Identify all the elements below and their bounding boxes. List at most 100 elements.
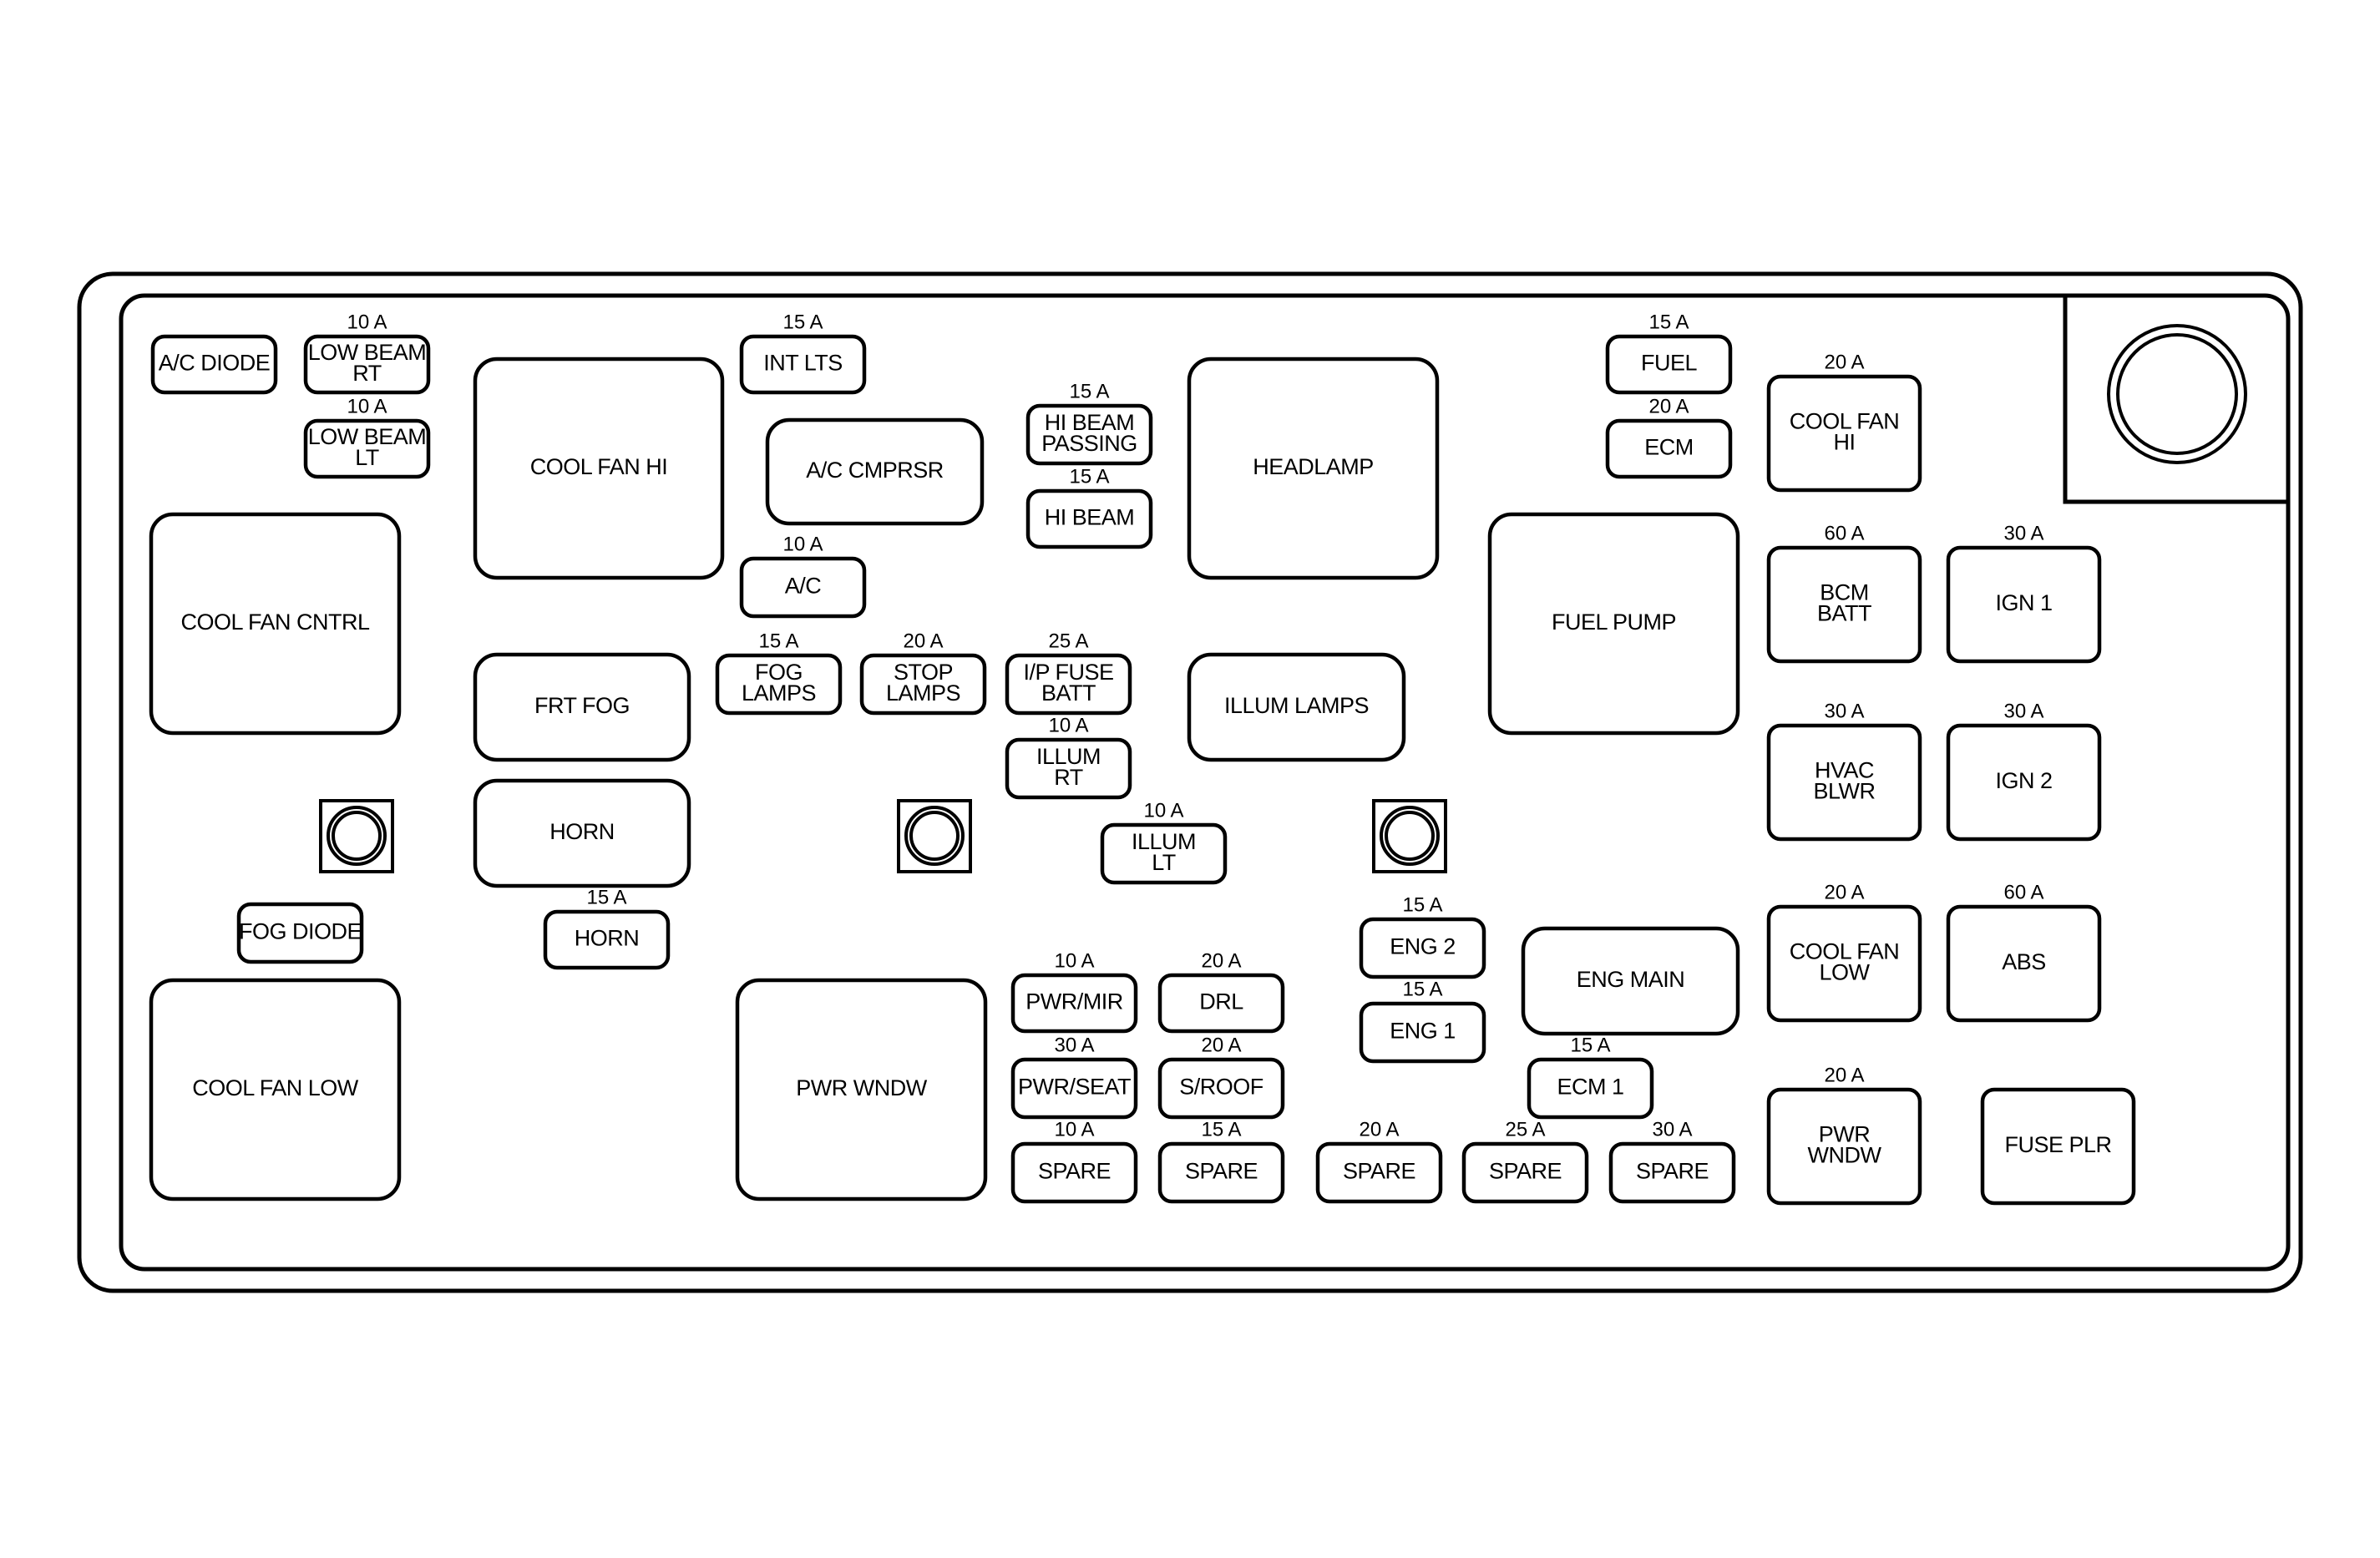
pwr-wndw-relay-component: PWR WNDW [735,978,988,1201]
ecm-label: ECM [1644,435,1694,460]
headlamp-outline [1187,357,1440,580]
spare-5-rating: 30 A [1652,1118,1692,1141]
low-beam-rt-rating: 10 A [347,311,387,333]
fuel-label: FUEL [1641,351,1698,376]
eng-2-outline [1359,917,1486,979]
spare-4-outline [1461,1141,1589,1204]
cool-fan-hi-relay-outline [473,357,725,580]
spare-3-outline [1315,1141,1443,1204]
ac-cmprsr-label: A/C CMPRSR [806,458,944,483]
hvac-blwr-outline [1766,723,1922,842]
spare-5-outline [1608,1141,1736,1204]
eng-1-outline [1359,1001,1486,1064]
eng-2-label: ENG 2 [1390,934,1456,959]
ecm-1-outline [1527,1057,1654,1120]
fuel-rating: 15 A [1648,311,1689,333]
illum-lamps-outline [1187,652,1406,762]
ac-cmprsr-outline [765,417,985,526]
horn-relay-outline [473,778,691,888]
pwr-seat-rating: 30 A [1054,1034,1094,1056]
illum-lt-rating: 10 A [1143,799,1183,822]
pwr-wndw-fuse-rating: 20 A [1824,1064,1864,1086]
cool-fan-hi-fuse-outline [1766,374,1922,493]
pwr-mir-rating: 10 A [1054,949,1094,972]
illum-rt-rating: 10 A [1048,714,1088,736]
spare-2-rating: 15 A [1201,1118,1241,1141]
pwr-wndw-relay-label: PWR WNDW [796,1075,927,1100]
low-beam-rt-label: LOW BEAM [308,340,427,365]
drl-rating: 20 A [1201,949,1241,972]
mounting-bolt [897,799,972,873]
pwr-wndw-fuse-label: WNDW [1808,1143,1882,1168]
hi-beam-label: HI BEAM [1045,505,1135,530]
cool-fan-cntrl-label: COOL FAN CNTRL [180,610,370,635]
hi-beam-outline [1025,488,1153,549]
cool-fan-hi-fuse-label: COOL FAN [1790,409,1900,434]
pwr-mir-label: PWR/MIR [1025,989,1122,1014]
cool-fan-low-relay-label: COOL FAN LOW [192,1075,359,1100]
ign-1-rating: 30 A [2003,522,2043,544]
stop-lamps-outline [859,653,987,716]
headlamp-label: HEADLAMP [1253,454,1374,479]
cool-fan-hi-relay-component: COOL FAN HI [473,357,725,580]
cool-fan-low-relay-component: COOL FAN LOW [149,978,402,1201]
fuel-pump-component: FUEL PUMP [1487,512,1740,736]
eng-1-fuse: ENG 115 A [1359,978,1486,1064]
int-lts-outline [739,334,867,395]
illum-lt-outline [1100,822,1228,885]
fuse-plr-outline [1980,1087,2136,1206]
spare-3-rating: 20 A [1359,1118,1399,1141]
ac-diode-label: A/C DIODE [159,351,271,376]
low-beam-lt-label: LOW BEAM [308,424,427,449]
ign-1-label: IGN 1 [1995,590,2052,615]
ip-fuse-batt-outline [1005,653,1132,716]
mounting-bolt [319,799,394,873]
terminal-stud-outer [2107,324,2247,464]
fuse-block-outer-housing [77,271,2303,1293]
bcm-batt-rating: 60 A [1824,522,1864,544]
ac-diode-outline [150,334,278,395]
hi-beam-fuse: HI BEAM 15 A [1025,465,1153,549]
eng-2-fuse: ENG 215 A [1359,893,1486,979]
fog-lamps-label: LAMPS [742,680,816,706]
ip-fuse-batt-rating: 25 A [1048,630,1088,652]
eng-main-label: ENG MAIN [1577,967,1685,992]
pwr-wndw-fuse-outline [1766,1087,1922,1206]
spare-4-label: SPARE [1489,1159,1562,1184]
int-lts-label: INT LTS [763,351,843,376]
pwr-wndw-fuse-label: PWR [1819,1122,1871,1147]
hi-beam-rating: 15 A [1069,465,1109,488]
bcm-batt-outline [1766,545,1922,664]
spare-3-fuse: SPARE 20 A [1315,1118,1443,1204]
drl-label: DRL [1199,989,1243,1014]
ac-rating: 10 A [782,533,823,555]
illum-rt-outline [1005,737,1132,800]
low-beam-rt-outline [303,334,431,395]
low-beam-lt-label: LT [355,445,379,470]
cool-fan-hi-fuse-rating: 20 A [1824,351,1864,373]
drl-fuse: DRL 20 A [1157,949,1285,1034]
ip-fuse-batt-label: I/P FUSE [1023,660,1113,685]
mounting-bolt [1372,799,1447,873]
ign-2-outline [1946,723,2102,842]
spare-1-label: SPARE [1038,1159,1111,1184]
spare-3-label: SPARE [1343,1159,1415,1184]
illum-rt-label: RT [1054,765,1083,790]
eng-1-label: ENG 1 [1390,1019,1456,1044]
stop-lamps-label: STOP [894,660,953,685]
spare-4-rating: 25 A [1505,1118,1545,1141]
cool-fan-low-relay-outline [149,978,402,1201]
